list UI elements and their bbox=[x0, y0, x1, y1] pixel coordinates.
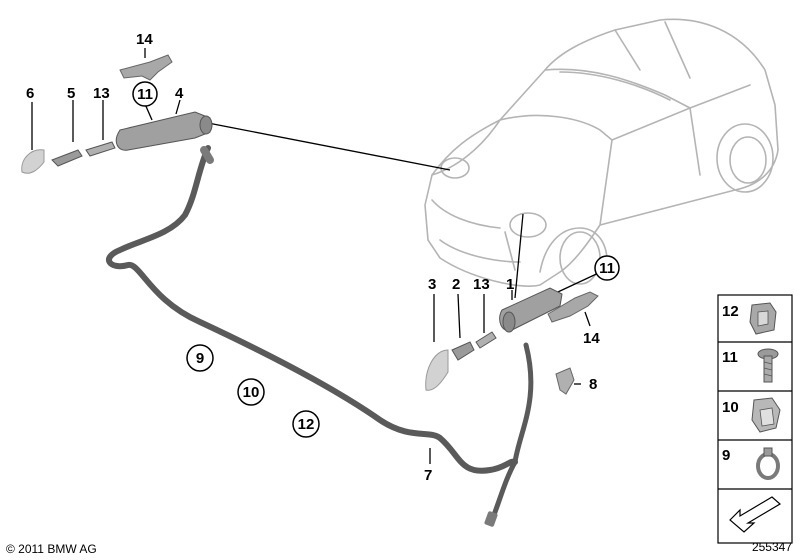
svg-text:9: 9 bbox=[196, 350, 204, 367]
callout-3: 3 bbox=[428, 276, 436, 293]
part-14-bracket-top bbox=[119, 54, 173, 81]
legend-item-11[interactable]: 11 bbox=[722, 348, 779, 383]
legend-item-12[interactable]: 12 bbox=[722, 302, 777, 335]
callout-4: 4 bbox=[175, 85, 184, 102]
svg-text:12: 12 bbox=[722, 303, 739, 320]
part-13-spring bbox=[85, 141, 116, 157]
callout-8: 8 bbox=[589, 376, 597, 393]
legend-item-10[interactable]: 10 bbox=[722, 397, 781, 433]
callout-5: 5 bbox=[67, 85, 75, 102]
copyright-text: © 2011 BMW AG bbox=[6, 542, 97, 556]
svg-text:10: 10 bbox=[722, 399, 739, 416]
callout-7: 7 bbox=[424, 467, 432, 484]
car-outline bbox=[424, 18, 779, 287]
callout-10: 10 bbox=[237, 378, 265, 406]
part-1-nozzle-cylinder bbox=[499, 287, 563, 333]
hose-clamp-icon bbox=[756, 447, 780, 480]
arrow-icon[interactable] bbox=[729, 496, 782, 533]
callouts: 14 6 5 13 4 11 3 2 13 1 11 14 8 7 9 10 1… bbox=[26, 31, 620, 484]
svg-text:11: 11 bbox=[599, 260, 615, 277]
part-5-pin bbox=[51, 149, 83, 167]
callout-12: 12 bbox=[292, 410, 320, 438]
screw-icon bbox=[757, 348, 779, 383]
svg-text:9: 9 bbox=[722, 447, 730, 464]
callout-2: 2 bbox=[452, 276, 460, 293]
callout-14-right: 14 bbox=[583, 330, 600, 347]
callout-13-top: 13 bbox=[93, 85, 110, 102]
clip-icon bbox=[751, 397, 781, 433]
part-2-pin bbox=[451, 341, 475, 361]
callout-13-right: 13 bbox=[473, 276, 490, 293]
part-13-spring-right bbox=[475, 331, 497, 349]
callout-11-right: 11 bbox=[594, 255, 620, 281]
callout-9: 9 bbox=[186, 344, 214, 372]
callout-11-top: 11 bbox=[132, 81, 158, 107]
part-6-cover-cap bbox=[21, 149, 45, 174]
callout-1: 1 bbox=[506, 276, 514, 293]
part-4-nozzle-cylinder bbox=[115, 111, 213, 151]
washer-hose bbox=[105, 145, 534, 527]
part-8-clip bbox=[555, 367, 575, 395]
legend-item-9[interactable]: 9 bbox=[722, 447, 780, 480]
svg-text:11: 11 bbox=[137, 86, 153, 103]
svg-text:11: 11 bbox=[722, 349, 738, 366]
part-14-bracket-right bbox=[547, 291, 599, 323]
svg-text:12: 12 bbox=[298, 416, 315, 433]
diagram-id: 255347 bbox=[751, 540, 792, 554]
leader-lines bbox=[31, 48, 606, 464]
callout-14-top: 14 bbox=[136, 31, 153, 48]
svg-text:10: 10 bbox=[243, 384, 260, 401]
legend-panel: 12 11 10 9 bbox=[717, 294, 793, 544]
clip-icon bbox=[749, 302, 777, 335]
part-3-cover-cap bbox=[425, 349, 449, 391]
callout-6: 6 bbox=[26, 85, 34, 102]
